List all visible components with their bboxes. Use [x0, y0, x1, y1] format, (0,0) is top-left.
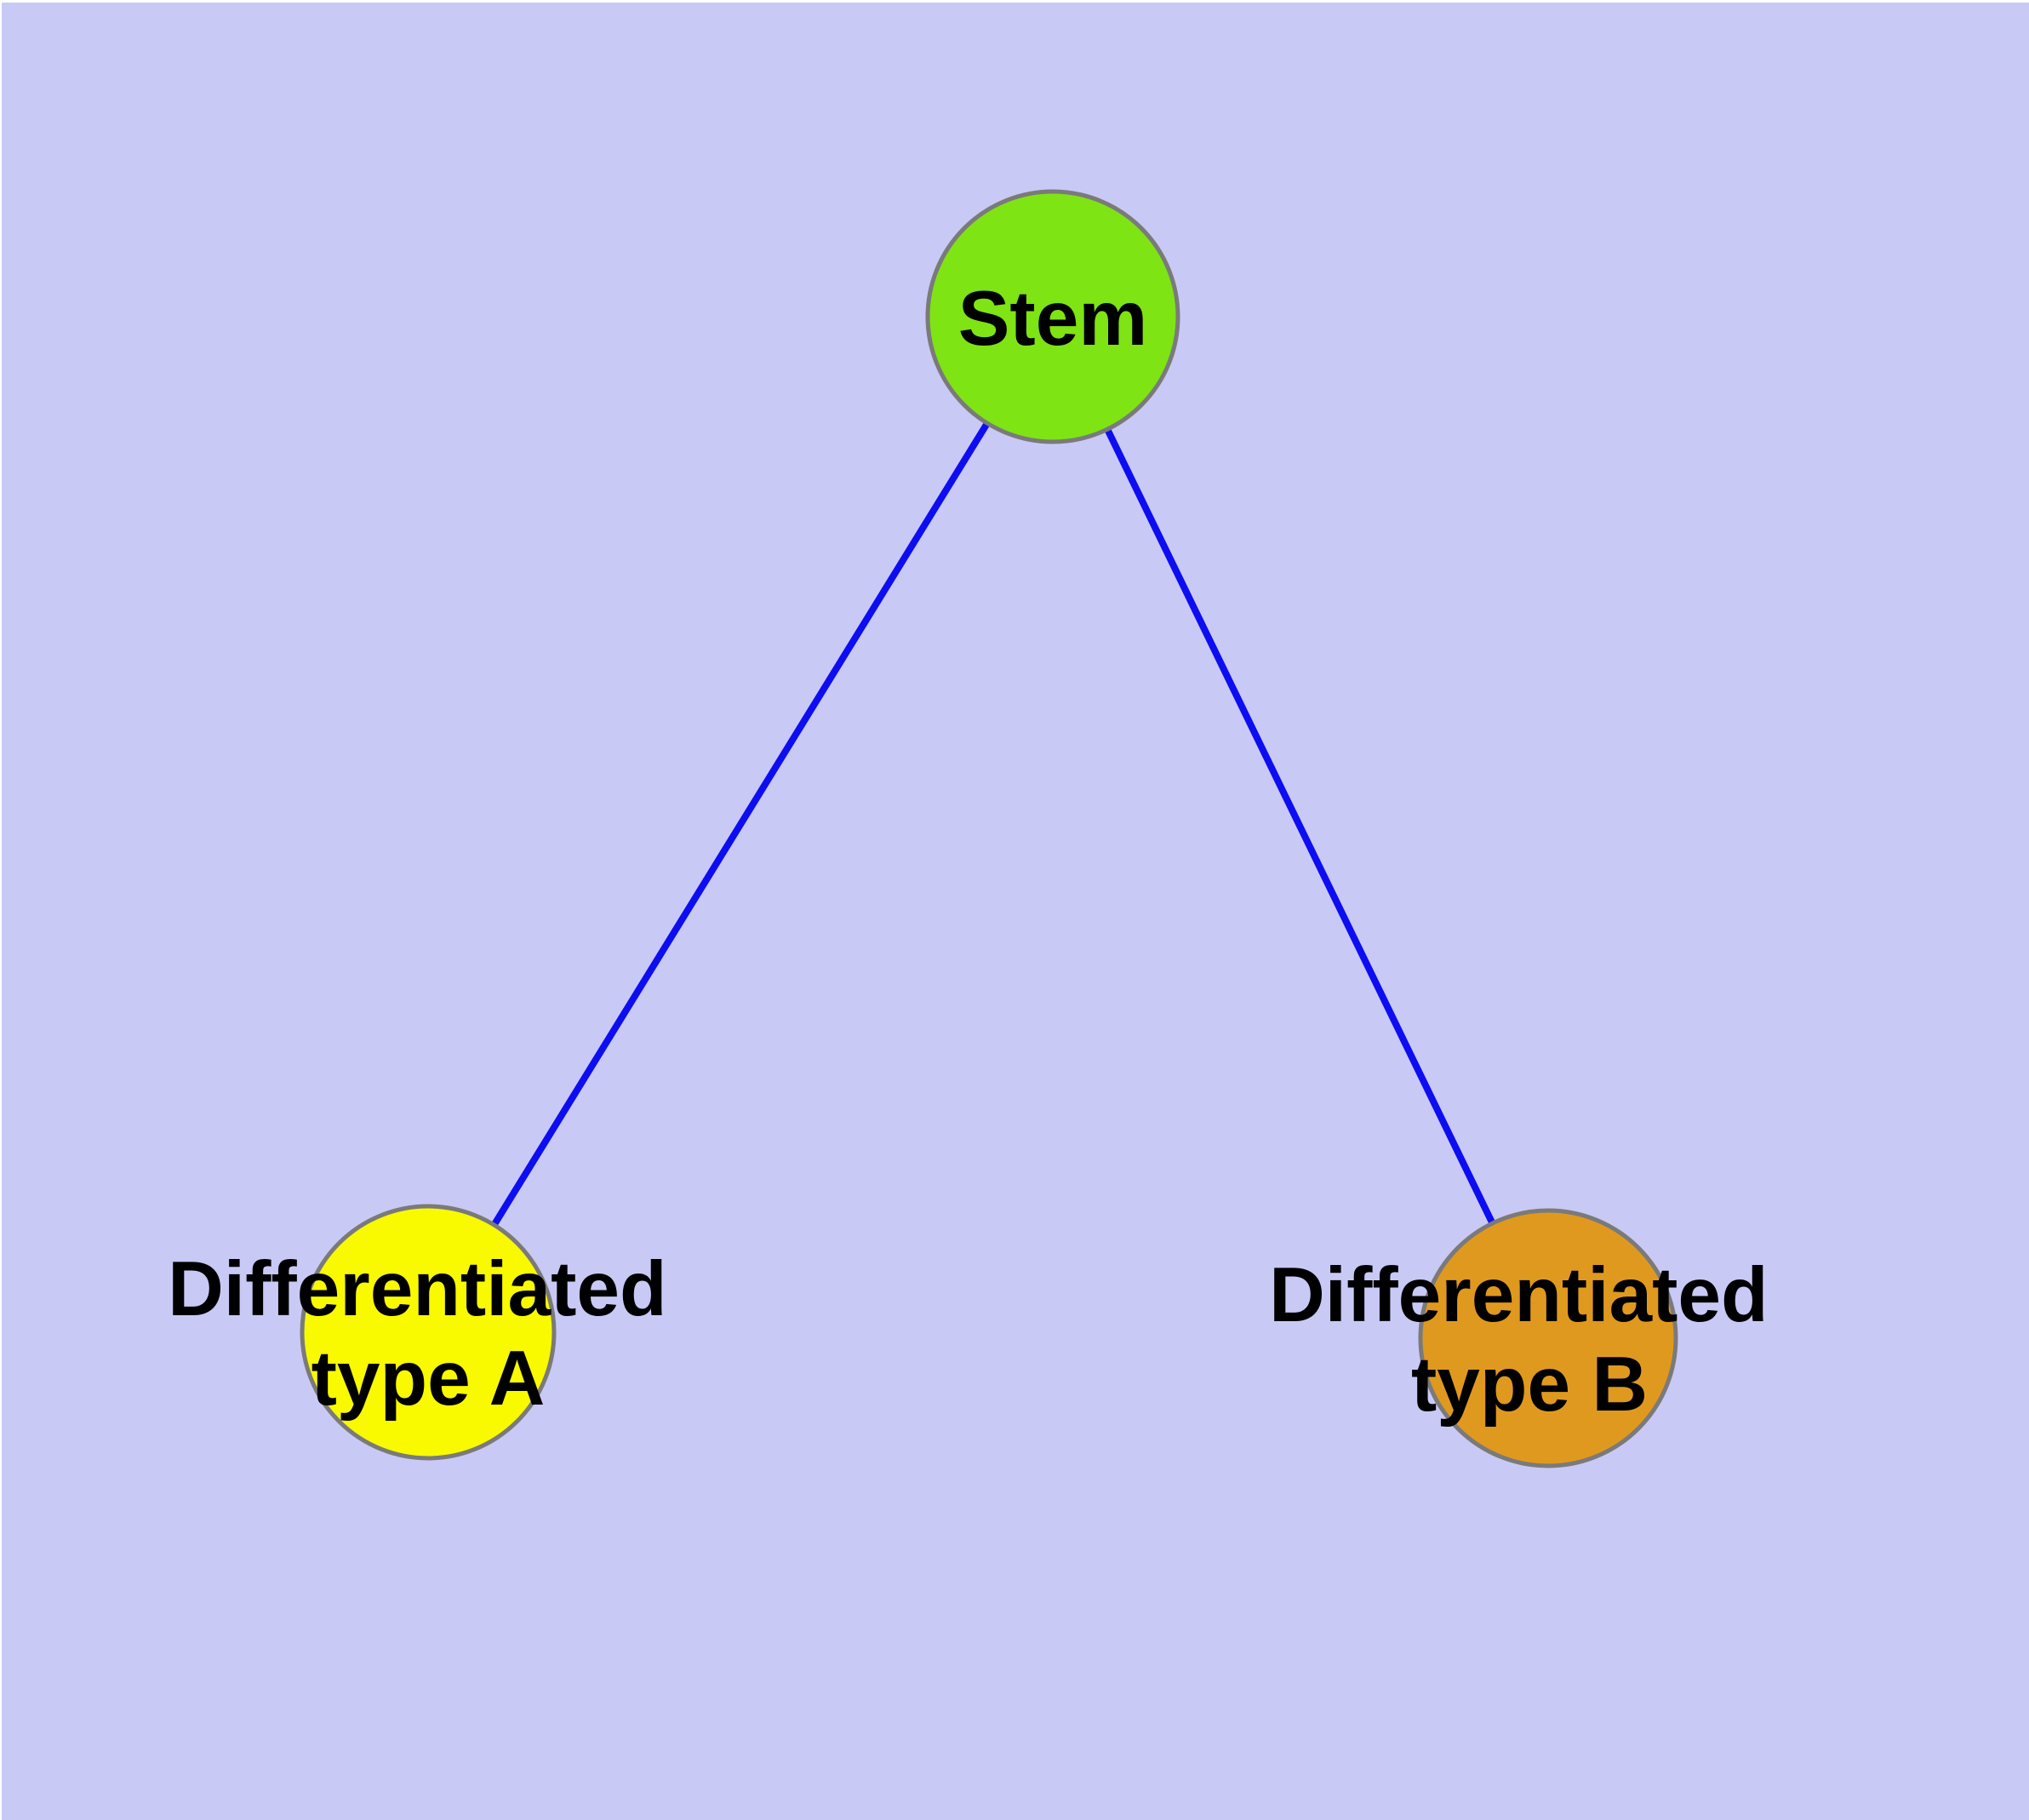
edge-stem-to-type-b	[1049, 315, 1552, 1340]
node-type-b-label-line2: type B	[1411, 1342, 1648, 1428]
node-type-b-label: Differentiated type B	[1269, 1252, 1790, 1428]
node-type-a-label: Differentiated type A	[168, 1246, 689, 1422]
node-stem	[925, 189, 1180, 444]
node-type-a	[300, 1204, 557, 1461]
node-stem-label: Stem	[958, 276, 1148, 362]
edge-stem-to-type-a	[425, 314, 1056, 1335]
node-type-b-label-line1: Differentiated	[1269, 1252, 1769, 1338]
node-type-a-label-line1: Differentiated	[168, 1246, 667, 1332]
node-type-b	[1418, 1208, 1678, 1468]
node-type-a-label-line2: type A	[311, 1336, 546, 1422]
